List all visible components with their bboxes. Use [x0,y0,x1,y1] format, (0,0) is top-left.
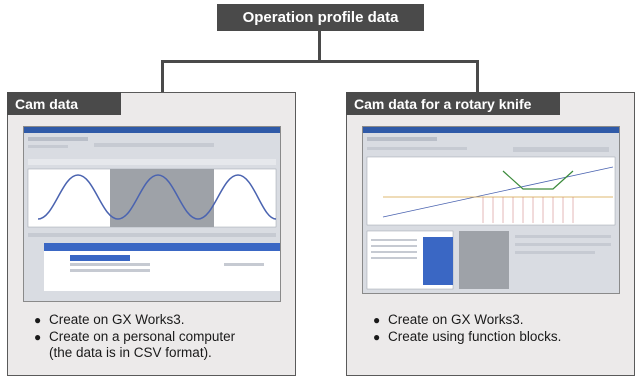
rotary-knife-screenshot [362,126,620,294]
rotary-knife-panel: Cam data for a rotary knife [346,92,635,376]
cam-data-bullets: ● Create on GX Works3. ● Create on a perso… [34,312,235,362]
bullet-text: Create using function blocks. [388,328,562,344]
rotary-knife-screenshot-image [363,127,619,293]
connector-vertical-top [318,31,321,62]
bullet-item: ● Create on GX Works3. [373,312,561,329]
connector-left-drop [161,60,164,93]
bullet-dot-icon: ● [34,329,42,344]
cam-data-heading: Cam data [7,92,121,115]
bullet-item: ● Create on a personal computer (the data… [34,329,235,362]
rotary-knife-bullets: ● Create on GX Works3. ● Create using func… [373,312,561,345]
cam-data-screenshot [23,126,281,302]
bullet-dot-icon: ● [373,329,381,344]
bullet-text: Create on GX Works3. [388,312,524,327]
bullet-item: ● Create using function blocks. [373,329,561,346]
bullet-text: Create on GX Works3. [49,312,185,327]
connector-right-drop [476,60,479,93]
bullet-item: ● Create on GX Works3. [34,312,235,329]
cam-data-screenshot-image [24,127,280,301]
bullet-dot-icon: ● [373,313,381,327]
cam-data-panel: Cam data ● Create on GX Works3. ● Create o… [7,92,296,376]
connector-horizontal [161,60,479,63]
operation-profile-title: Operation profile data [217,4,424,31]
bullet-text: Create on a personal computer (the data … [49,328,236,361]
rotary-knife-heading: Cam data for a rotary knife [346,92,560,115]
bullet-dot-icon: ● [34,313,42,327]
